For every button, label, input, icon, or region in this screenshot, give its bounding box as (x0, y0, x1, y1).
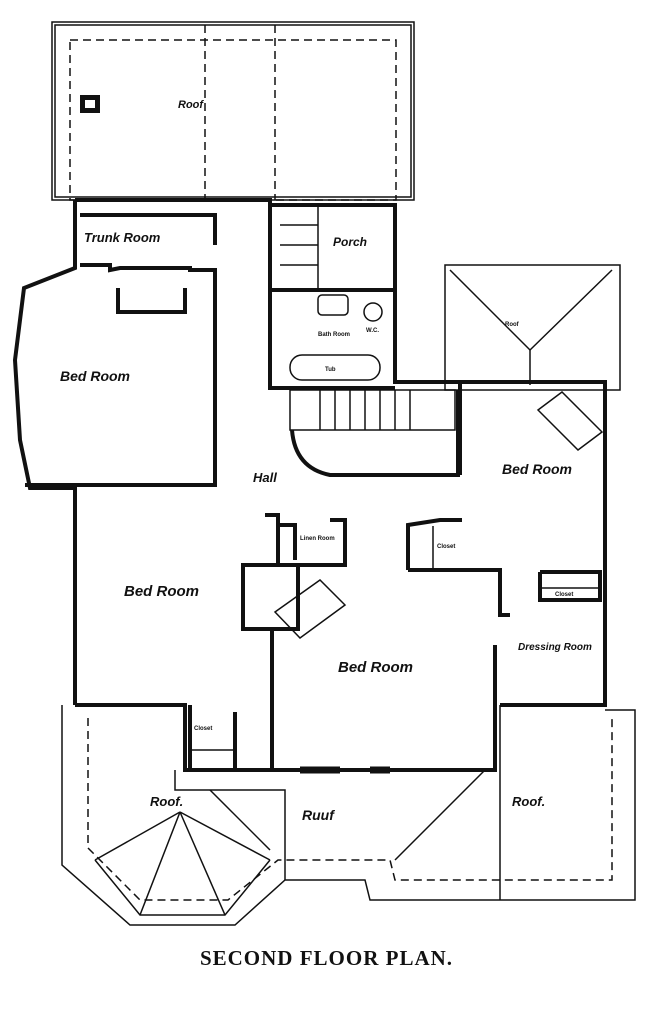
label-closet-center: Closet (437, 544, 455, 550)
roof-top-outline (51, 21, 415, 201)
interior-walls (25, 200, 604, 774)
label-roof-southeast: Roof. (512, 794, 545, 809)
label-bed-room-west: Bed Room (60, 368, 130, 384)
label-bed-room-east: Bed Room (502, 461, 572, 477)
roof-hip-lines (94, 811, 271, 916)
label-roof-top: Roof (178, 99, 204, 111)
label-porch: Porch (333, 235, 367, 249)
label-trunk-room: Trunk Room (84, 230, 161, 245)
exterior-walls (12, 198, 621, 707)
label-roof-east-small: Roof (505, 322, 520, 328)
label-closet-southwest: Closet (194, 726, 212, 732)
label-roof-south: Ruuf (302, 807, 335, 823)
label-tub: Tub (325, 367, 336, 373)
label-bed-room-southwest: Bed Room (124, 583, 199, 600)
label-linen-room: Linen Room (300, 536, 335, 542)
label-roof-southwest: Roof. (150, 794, 183, 809)
label-bed-room-south: Bed Room (338, 659, 413, 676)
plan-title: SECOND FLOOR PLAN. (199, 946, 454, 970)
label-wc: W.C. (366, 328, 379, 334)
label-dressing-room: Dressing Room (518, 642, 592, 653)
label-closet-dressing: Closet (555, 592, 573, 598)
label-hall: Hall (253, 470, 277, 485)
roof-lower-outline (61, 705, 636, 926)
label-bath-room: Bath Room (318, 332, 350, 338)
